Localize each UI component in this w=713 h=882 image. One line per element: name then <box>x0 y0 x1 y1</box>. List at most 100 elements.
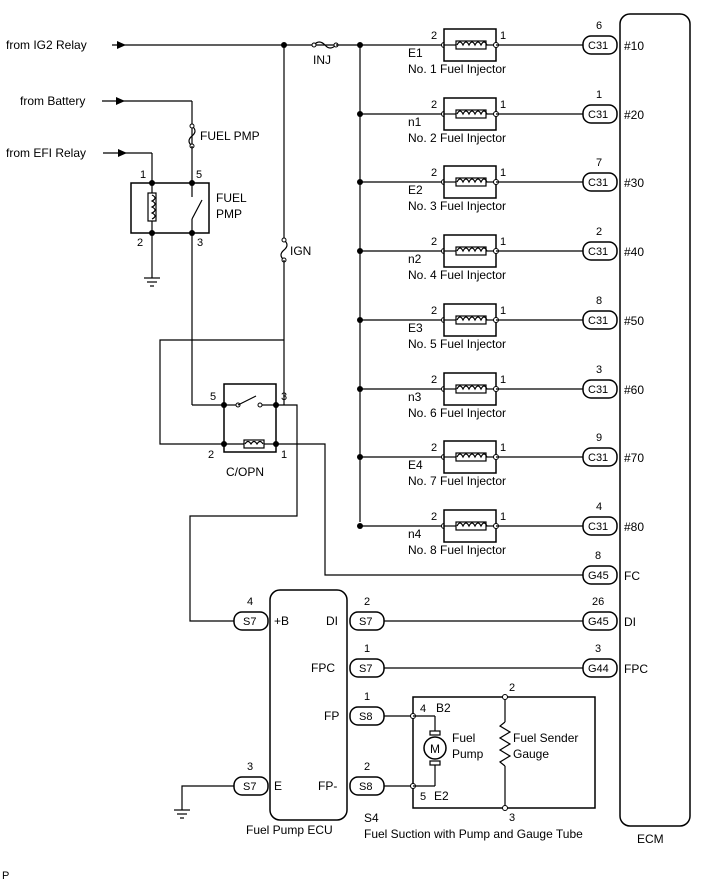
terminal-label: #30 <box>624 176 644 190</box>
terminal-label: B2 <box>436 701 451 715</box>
ecu-plus-b: S7 4 +B <box>233 596 289 631</box>
pump-label-2: Pump <box>452 747 484 761</box>
connector-label: C31 <box>588 40 608 52</box>
connector-label: S7 <box>243 781 256 793</box>
terminal-label: E2 <box>434 789 449 803</box>
injector-code: E2 <box>408 183 423 197</box>
pin-label: 2 <box>431 305 437 317</box>
terminal-label: E <box>274 779 282 793</box>
coil-icon <box>456 453 488 459</box>
source-efi: from EFI Relay <box>6 146 153 183</box>
fuse-fuel-pmp: FUEL PMP <box>188 123 260 183</box>
pin-label: 1 <box>364 691 370 703</box>
injector-name: No. 5 Fuel Injector <box>408 337 506 351</box>
source-battery-label: from Battery <box>20 94 85 108</box>
pin-label: 1 <box>500 305 506 317</box>
pin-label: 2 <box>431 511 437 523</box>
fuel-pump-ecu-box <box>269 589 348 821</box>
terminal-label: FC <box>624 569 640 583</box>
pin-label: 3 <box>197 237 203 249</box>
coil-icon <box>456 522 488 528</box>
fuel-pmp-relay-label-2: PMP <box>216 207 242 221</box>
pin-label: 1 <box>364 643 370 655</box>
terminal-label: #80 <box>624 520 644 534</box>
pin-label: 6 <box>596 20 602 32</box>
connector-label: C31 <box>588 246 608 258</box>
pin-label: 5 <box>210 391 216 403</box>
pin-label: 2 <box>137 237 143 249</box>
ecu-di: DI S7 2 G45 26 DI <box>326 596 636 631</box>
terminal-label: +B <box>274 614 289 628</box>
pin-label: 8 <box>596 295 602 307</box>
fuel-pump-ecu-label: Fuel Pump ECU <box>246 823 333 837</box>
pin-label: 2 <box>364 761 370 773</box>
pin-label: 1 <box>281 449 287 461</box>
injector-name: No. 7 Fuel Injector <box>408 474 506 488</box>
pin-label: 4 <box>596 501 602 513</box>
source-battery: from Battery <box>20 94 193 126</box>
ecu-e: S7 3 E <box>181 761 282 810</box>
resistor-icon <box>498 721 512 767</box>
terminal-label: #70 <box>624 451 644 465</box>
pin-label: 5 <box>196 169 202 181</box>
fuse-fuel-pmp-label: FUEL PMP <box>200 129 260 143</box>
terminal-label: FP <box>324 709 339 723</box>
pin-label: 9 <box>596 432 602 444</box>
injector-name: No. 2 Fuel Injector <box>408 131 506 145</box>
pin-label: 7 <box>596 157 602 169</box>
fuel-pmp-relay: 1 5 2 3 FUEL PMP <box>130 169 247 249</box>
pump-label-1: Fuel <box>452 731 475 745</box>
pin-label: 3 <box>247 761 253 773</box>
ground-icon <box>144 233 160 287</box>
fuse-icon <box>188 125 196 147</box>
ecu-fp: FP S8 1 <box>324 691 413 726</box>
injector-name: No. 6 Fuel Injector <box>408 406 506 420</box>
coil-icon <box>150 194 156 220</box>
pin-label: 3 <box>281 391 287 403</box>
motor-icon <box>423 736 447 760</box>
coil-icon <box>456 316 488 322</box>
pump-assembly-code: S4 <box>364 811 379 825</box>
pin-label: 2 <box>596 226 602 238</box>
connector-label: C31 <box>588 384 608 396</box>
pin-label: 1 <box>500 511 506 523</box>
fuse-ign: IGN <box>280 45 311 405</box>
pin-label: 2 <box>208 449 214 461</box>
terminal-label: FPC <box>624 662 648 676</box>
pin-label: 2 <box>364 596 370 608</box>
copn-relay: 5 3 2 1 C/OPN <box>208 383 287 479</box>
injector-code: n2 <box>408 252 422 266</box>
source-ig2-label: from IG2 Relay <box>6 38 87 52</box>
coil-icon <box>456 385 488 391</box>
fuel-pmp-relay-box <box>130 182 210 234</box>
corner-mark: P <box>2 870 9 882</box>
ecm-box <box>619 13 691 827</box>
connector-box <box>582 310 618 330</box>
connector-label: C31 <box>588 452 608 464</box>
connector-label: C31 <box>588 315 608 327</box>
injector-code: n4 <box>408 527 422 541</box>
connector-label: S7 <box>243 616 256 628</box>
connector-label: C31 <box>588 521 608 533</box>
pin-label: 8 <box>595 550 601 562</box>
arrow-icon <box>116 97 125 105</box>
ecu-fp-minus: FP- S8 2 <box>318 761 413 796</box>
connector-label: C31 <box>588 109 608 121</box>
connector-box <box>582 379 618 399</box>
terminal-label: DI <box>326 614 338 628</box>
terminal-label: #20 <box>624 108 644 122</box>
connector-box <box>582 35 618 55</box>
pin-label: 2 <box>431 374 437 386</box>
gauge-label-1: Fuel Sender <box>513 731 578 745</box>
connector-label: S8 <box>359 711 372 723</box>
terminal-label: FPC <box>311 661 335 675</box>
copn-relay-box <box>223 383 277 453</box>
terminal-label: FP- <box>318 779 337 793</box>
